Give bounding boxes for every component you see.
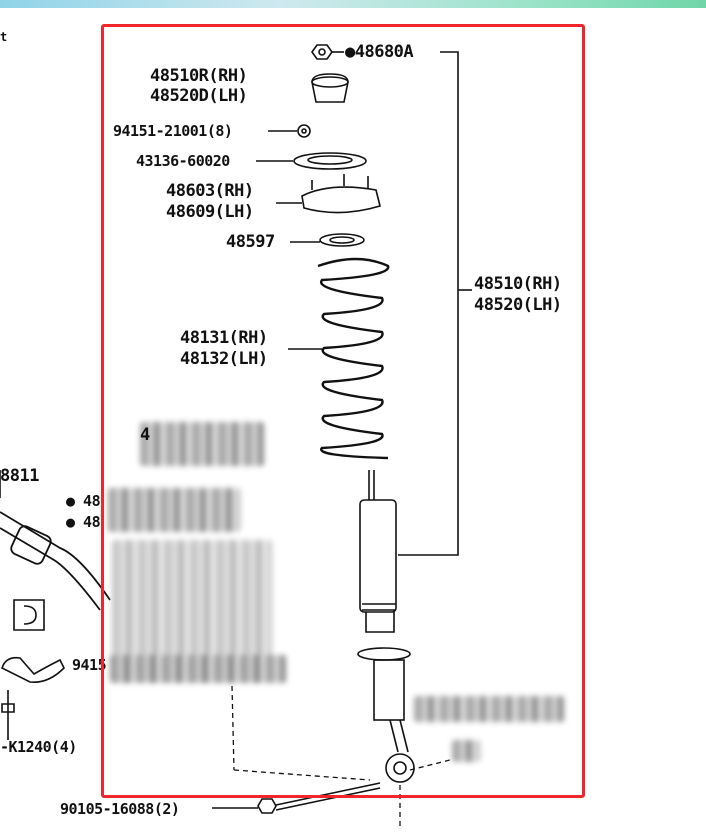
- label-48680A: ●48680A: [345, 42, 414, 62]
- coil-spring-icon: [317, 257, 390, 460]
- shock-absorber-icon: [357, 470, 415, 783]
- label-48-b: ● 48: [66, 513, 101, 531]
- spring-insulator-icon: [319, 233, 365, 247]
- upper-mount-icon: [301, 174, 381, 214]
- label-48131: 48131(RH): [180, 328, 268, 348]
- label-90105: 90105-16088(2): [60, 800, 180, 818]
- dust-cap-icon: [311, 73, 349, 103]
- obscured-label-4: [414, 696, 564, 722]
- label-48520D: 48520D(LH): [150, 86, 248, 106]
- label-94151: 94151-21001(8): [113, 122, 233, 140]
- label-48520LH: 48520(LH): [474, 295, 562, 315]
- top-color-strip: [0, 0, 706, 8]
- label-48-a: ● 48: [66, 492, 101, 510]
- small-nut-icon: [297, 124, 311, 138]
- label-9415: 9415: [72, 656, 107, 674]
- label-K1240: -K1240(4): [0, 738, 77, 756]
- label-48132: 48132(LH): [180, 349, 268, 369]
- label-48510R: 48510R(RH): [150, 66, 248, 86]
- bolt-K1240-icon: [1, 690, 15, 740]
- label-48603: 48603(RH): [166, 181, 254, 201]
- label-48609: 48609(LH): [166, 202, 254, 222]
- obscured-label-2: [108, 488, 240, 532]
- highlight-box: [101, 24, 585, 798]
- corner-mark: t: [0, 30, 8, 44]
- obscured-label-1: [140, 422, 264, 466]
- label-48597: 48597: [226, 232, 275, 252]
- bolt-90105-icon: [257, 782, 381, 814]
- bushing-icon: [13, 599, 45, 631]
- label-43136: 43136-60020: [136, 152, 230, 170]
- label-48811: 8811: [0, 466, 39, 486]
- bracket-icon: [1, 656, 65, 684]
- label-4: 4: [140, 425, 150, 445]
- obscured-label-5: [452, 740, 480, 762]
- bearing-ring-icon: [293, 152, 367, 170]
- label-48510RH: 48510(RH): [474, 274, 562, 294]
- obscured-label-3: [110, 655, 286, 683]
